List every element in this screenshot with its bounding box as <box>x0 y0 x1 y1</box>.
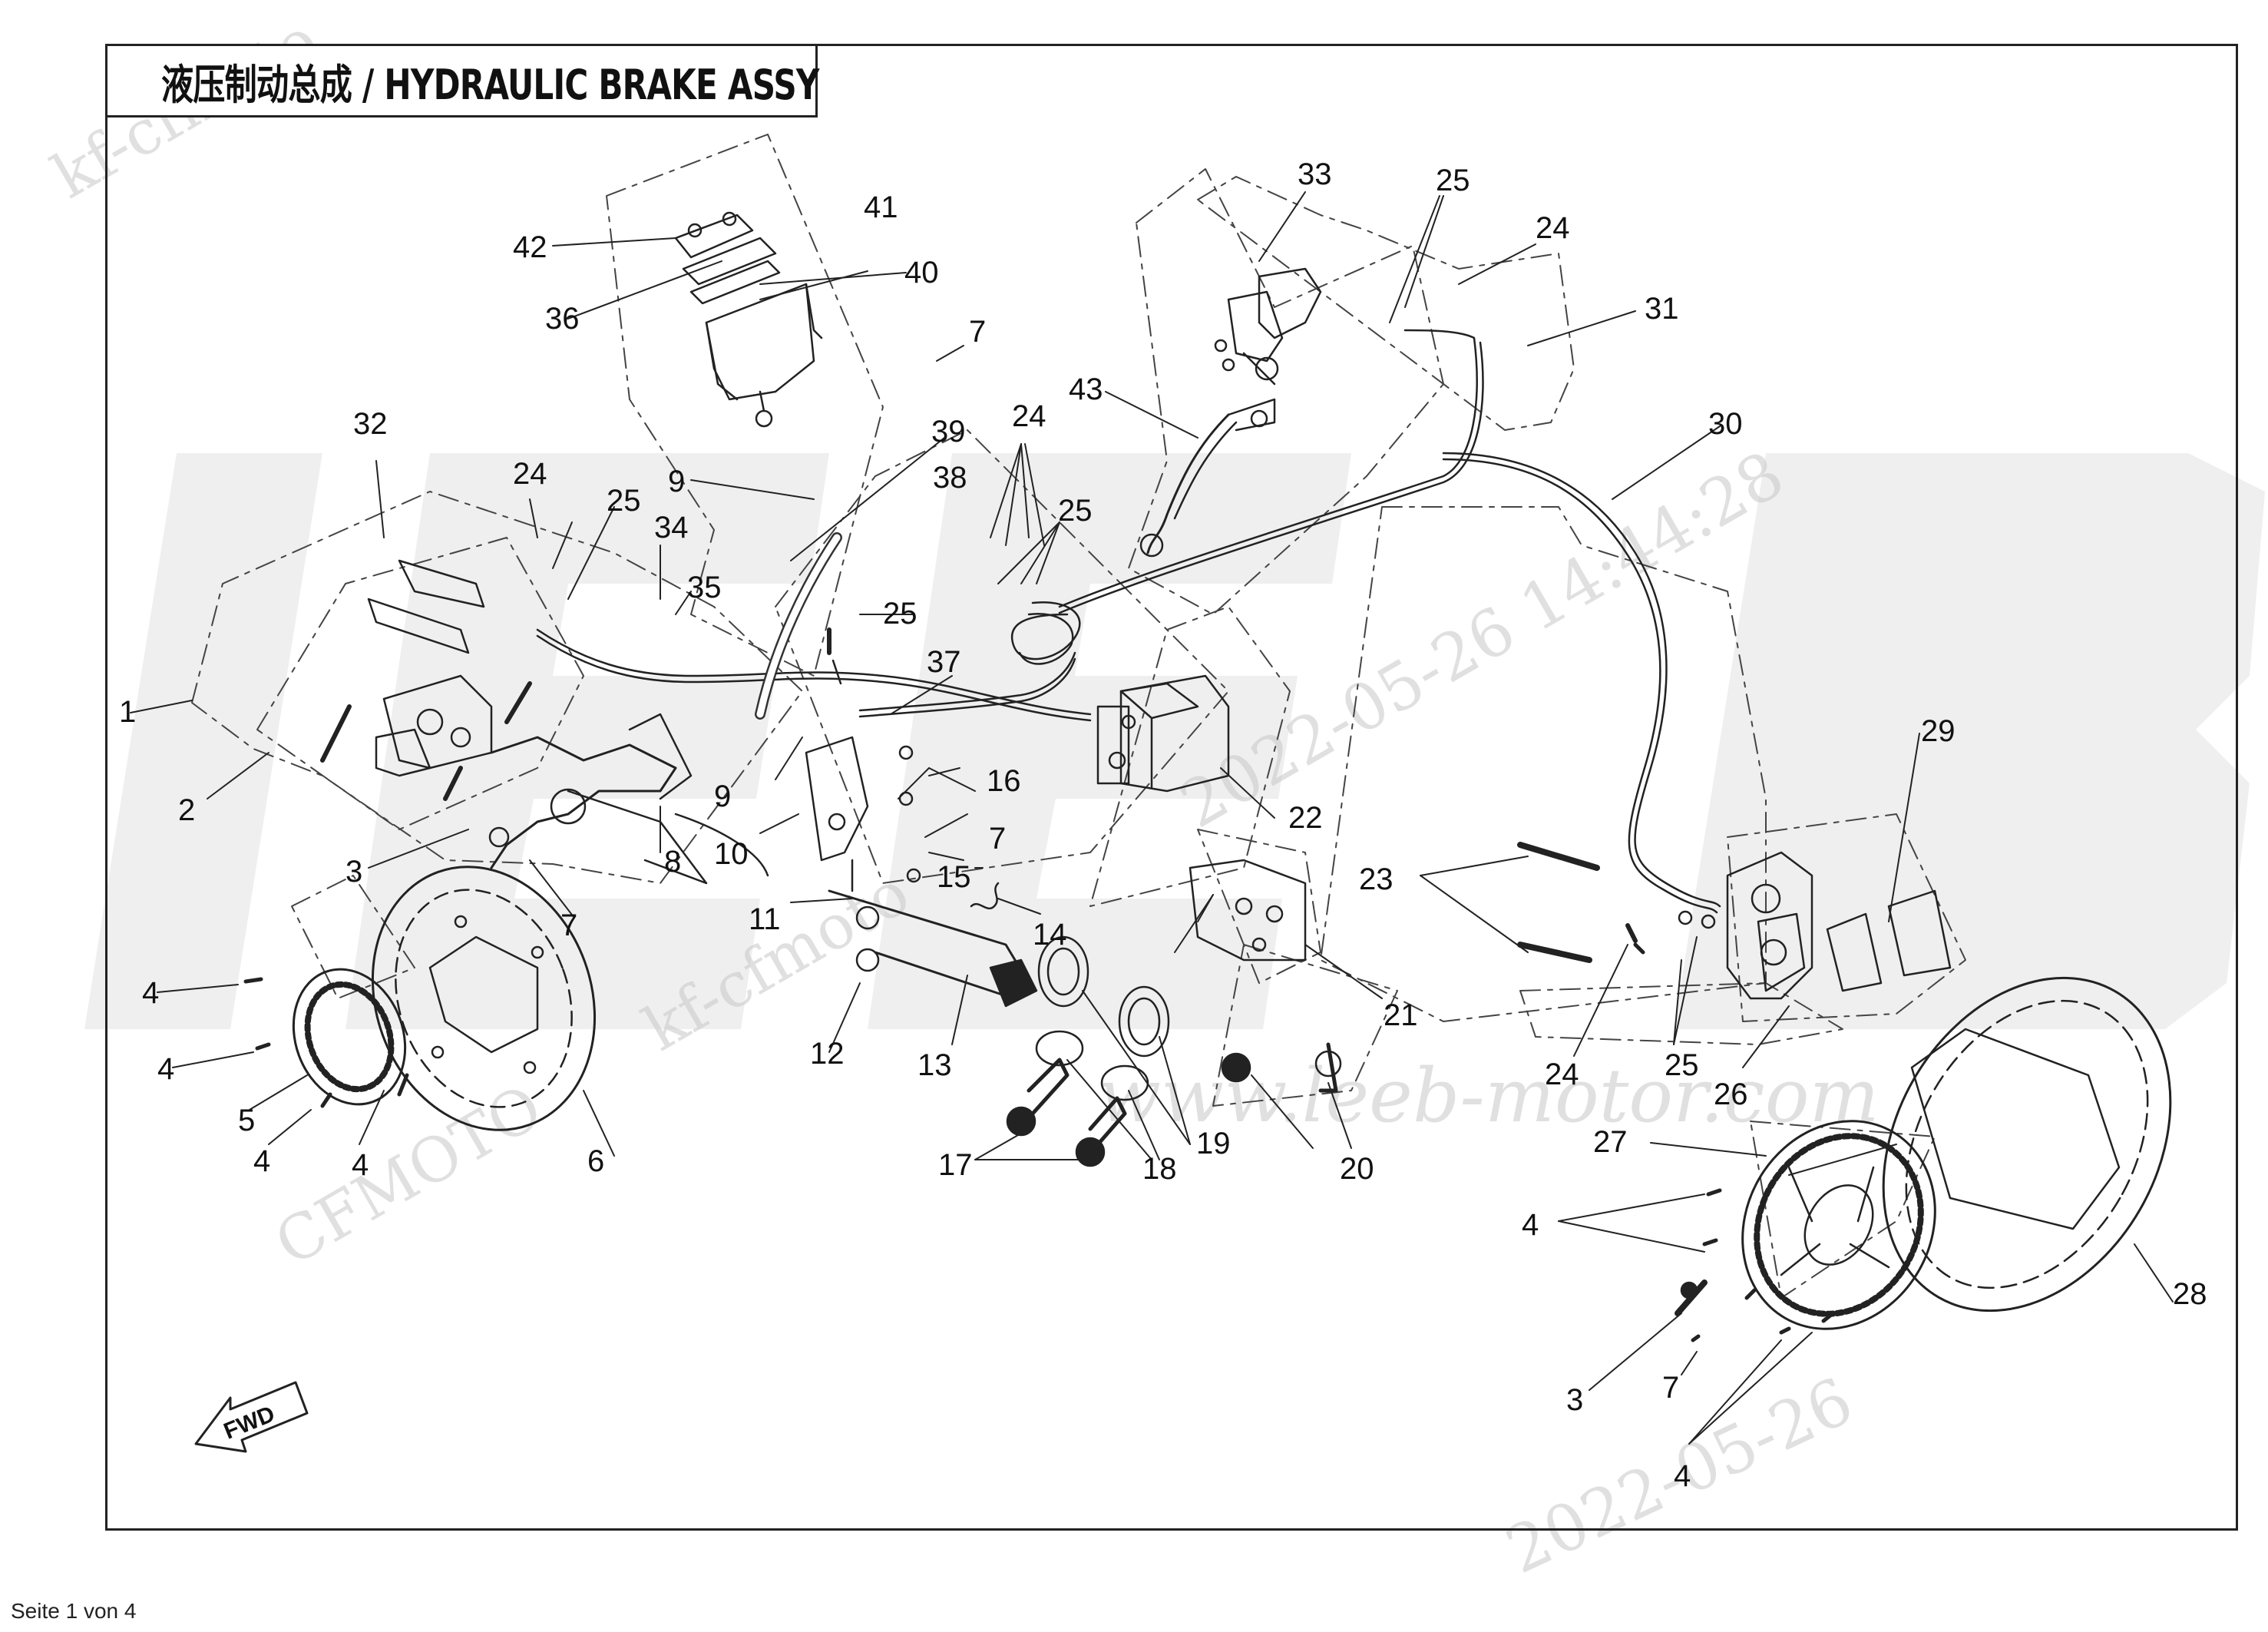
callout-16: 16 <box>987 764 1021 798</box>
callout-2: 2 <box>178 793 195 827</box>
title-block: 液压制动总成 / HYDRAULIC BRAKE ASSY <box>105 44 819 118</box>
rear-tone-ring <box>292 968 407 1106</box>
callout-9: 9 <box>668 465 685 498</box>
callout-4: 4 <box>1522 1208 1539 1242</box>
brake-lines <box>536 329 1721 914</box>
callout-40: 40 <box>904 256 939 290</box>
front-tone-ring <box>1675 1120 1936 1330</box>
callout-12: 12 <box>810 1037 845 1071</box>
callout-36: 36 <box>545 302 580 336</box>
callout-35: 35 <box>687 571 722 604</box>
callout-4: 4 <box>157 1052 174 1086</box>
callout-7: 7 <box>969 315 986 349</box>
callout-25: 25 <box>1436 164 1470 197</box>
bolts <box>243 942 1833 1342</box>
callout-43: 43 <box>1069 372 1103 406</box>
leader-lines <box>130 191 2174 1445</box>
callout-4: 4 <box>253 1144 270 1178</box>
callout-32: 32 <box>353 407 388 441</box>
callout-1: 1 <box>119 695 136 729</box>
callout-5: 5 <box>238 1104 255 1137</box>
callout-4: 4 <box>1674 1459 1691 1493</box>
group-outlines <box>191 134 1966 1299</box>
page-title: 液压制动总成 / HYDRAULIC BRAKE ASSY <box>161 60 819 109</box>
callout-4: 4 <box>352 1148 369 1182</box>
callout-28: 28 <box>2173 1277 2207 1311</box>
callout-25: 25 <box>1665 1048 1699 1082</box>
callout-20: 20 <box>1340 1152 1374 1186</box>
callout-25: 25 <box>883 597 917 631</box>
callout-34: 34 <box>654 511 689 545</box>
callout-25: 25 <box>607 484 641 518</box>
callout-27: 27 <box>1593 1125 1628 1159</box>
callout-31: 31 <box>1645 292 1679 326</box>
callout-4: 4 <box>142 976 159 1010</box>
front-master-cylinder <box>1139 267 1322 558</box>
callout-7: 7 <box>989 822 1006 856</box>
callout-17: 17 <box>938 1148 973 1182</box>
callout-19: 19 <box>1196 1127 1231 1160</box>
callout-24: 24 <box>1536 211 1570 245</box>
callout-7: 7 <box>1662 1371 1679 1405</box>
fwd-label: FWD <box>220 1402 279 1445</box>
callout-7: 7 <box>560 909 577 942</box>
callout-22: 22 <box>1288 801 1323 835</box>
fwd-arrow <box>194 1381 309 1453</box>
callout-24: 24 <box>1012 399 1046 433</box>
front-caliper <box>1517 842 1952 1000</box>
front-brake-disc <box>1882 976 2172 1313</box>
callout-21: 21 <box>1384 998 1418 1032</box>
callout-3: 3 <box>345 855 362 889</box>
reservoir-assembly <box>674 211 823 428</box>
callout-29: 29 <box>1921 714 1956 748</box>
mount-bracket <box>1189 859 1307 962</box>
rubber-mounts <box>1006 935 1342 1167</box>
callout-14: 14 <box>1033 918 1067 952</box>
rear-brake-disc <box>371 866 597 1131</box>
callout-13: 13 <box>917 1048 952 1082</box>
callout-41: 41 <box>864 190 898 224</box>
callout-9: 9 <box>714 780 731 813</box>
callout-42: 42 <box>513 230 547 264</box>
callout-23: 23 <box>1359 862 1394 896</box>
callout-38: 38 <box>933 461 967 495</box>
callout-30: 30 <box>1708 407 1743 441</box>
callout-33: 33 <box>1298 157 1332 191</box>
callout-3: 3 <box>1566 1383 1583 1417</box>
callout-25: 25 <box>1058 494 1093 528</box>
callout-6: 6 <box>587 1144 604 1178</box>
callout-11: 11 <box>749 902 781 936</box>
callout-26: 26 <box>1714 1078 1748 1111</box>
page-footer: Seite 1 von 4 <box>11 1599 137 1623</box>
callout-18: 18 <box>1142 1152 1177 1186</box>
callout-15: 15 <box>937 860 971 894</box>
callout-24: 24 <box>513 457 547 491</box>
callout-8: 8 <box>664 845 681 879</box>
callout-10: 10 <box>714 837 749 871</box>
callout-24: 24 <box>1545 1058 1579 1091</box>
rear-pedal-assembly <box>488 627 1038 1008</box>
drawing-frame <box>105 44 2238 1531</box>
callout-39: 39 <box>931 415 966 449</box>
callout-37: 37 <box>927 645 961 679</box>
